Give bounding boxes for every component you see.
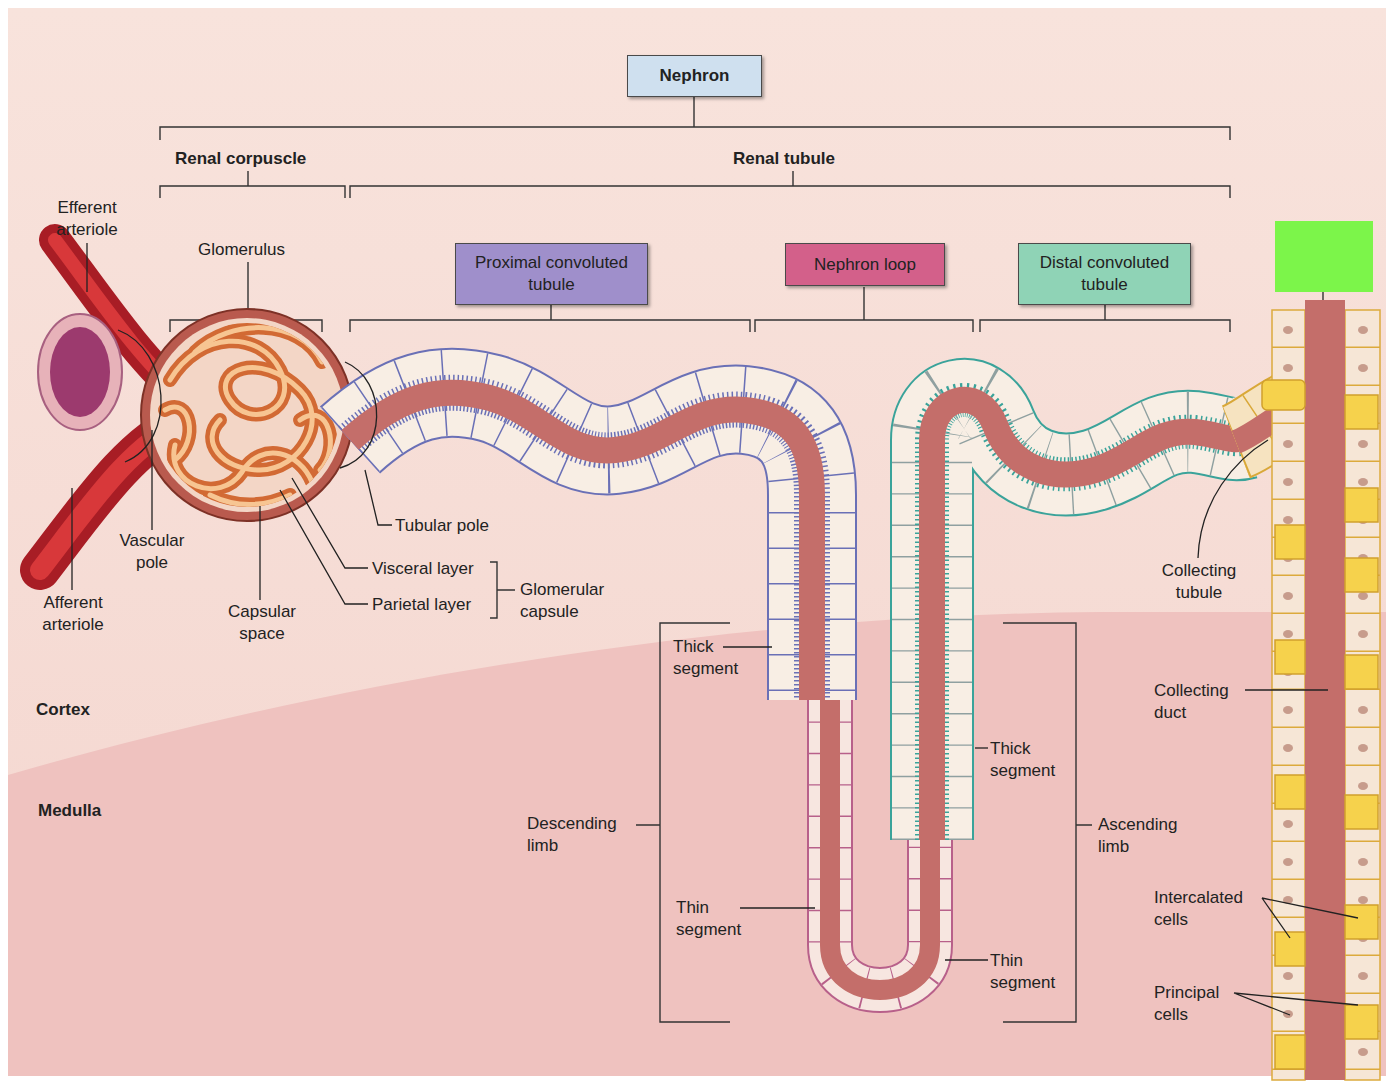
part-label: Thick segment [990,738,1070,782]
part-label: Tubular pole [395,515,515,537]
part-label: Ascending limb [1098,814,1183,858]
part-label: Renal tubule [733,148,863,170]
part-label: Efferent arteriole [46,197,128,241]
label-box: Nephron loop [785,243,945,286]
part-label: Intercalated cells [1154,887,1258,931]
blank-box [1275,221,1373,292]
part-label: Capsular space [218,601,306,645]
label-box: Nephron [627,55,762,97]
part-label: Principal cells [1154,982,1236,1026]
part-label: Medulla [38,800,128,822]
part-label: Thick segment [673,636,753,680]
label-box: Distal convoluted tubule [1018,243,1191,305]
box-text: Nephron loop [814,254,916,276]
box-text: Distal convoluted tubule [1025,252,1184,296]
part-label: Descending limb [527,813,627,857]
part-label: Visceral layer [372,558,492,580]
part-label: Thin segment [676,897,756,941]
part-label: Collecting tubule [1150,560,1248,604]
box-text: Nephron [660,65,730,87]
part-label: Parietal layer [372,594,492,616]
part-label: Glomerulus [198,239,308,261]
part-label: Afferent arteriole [30,592,116,636]
box-text: Proximal convoluted tubule [462,252,641,296]
part-label: Vascular pole [110,530,194,574]
part-label: Cortex [36,699,126,721]
part-label: Glomerular capsule [520,579,620,623]
part-label: Collecting duct [1154,680,1240,724]
part-label: Renal corpuscle [175,148,345,170]
part-label: Thin segment [990,950,1070,994]
label-box: Proximal convoluted tubule [455,243,648,305]
